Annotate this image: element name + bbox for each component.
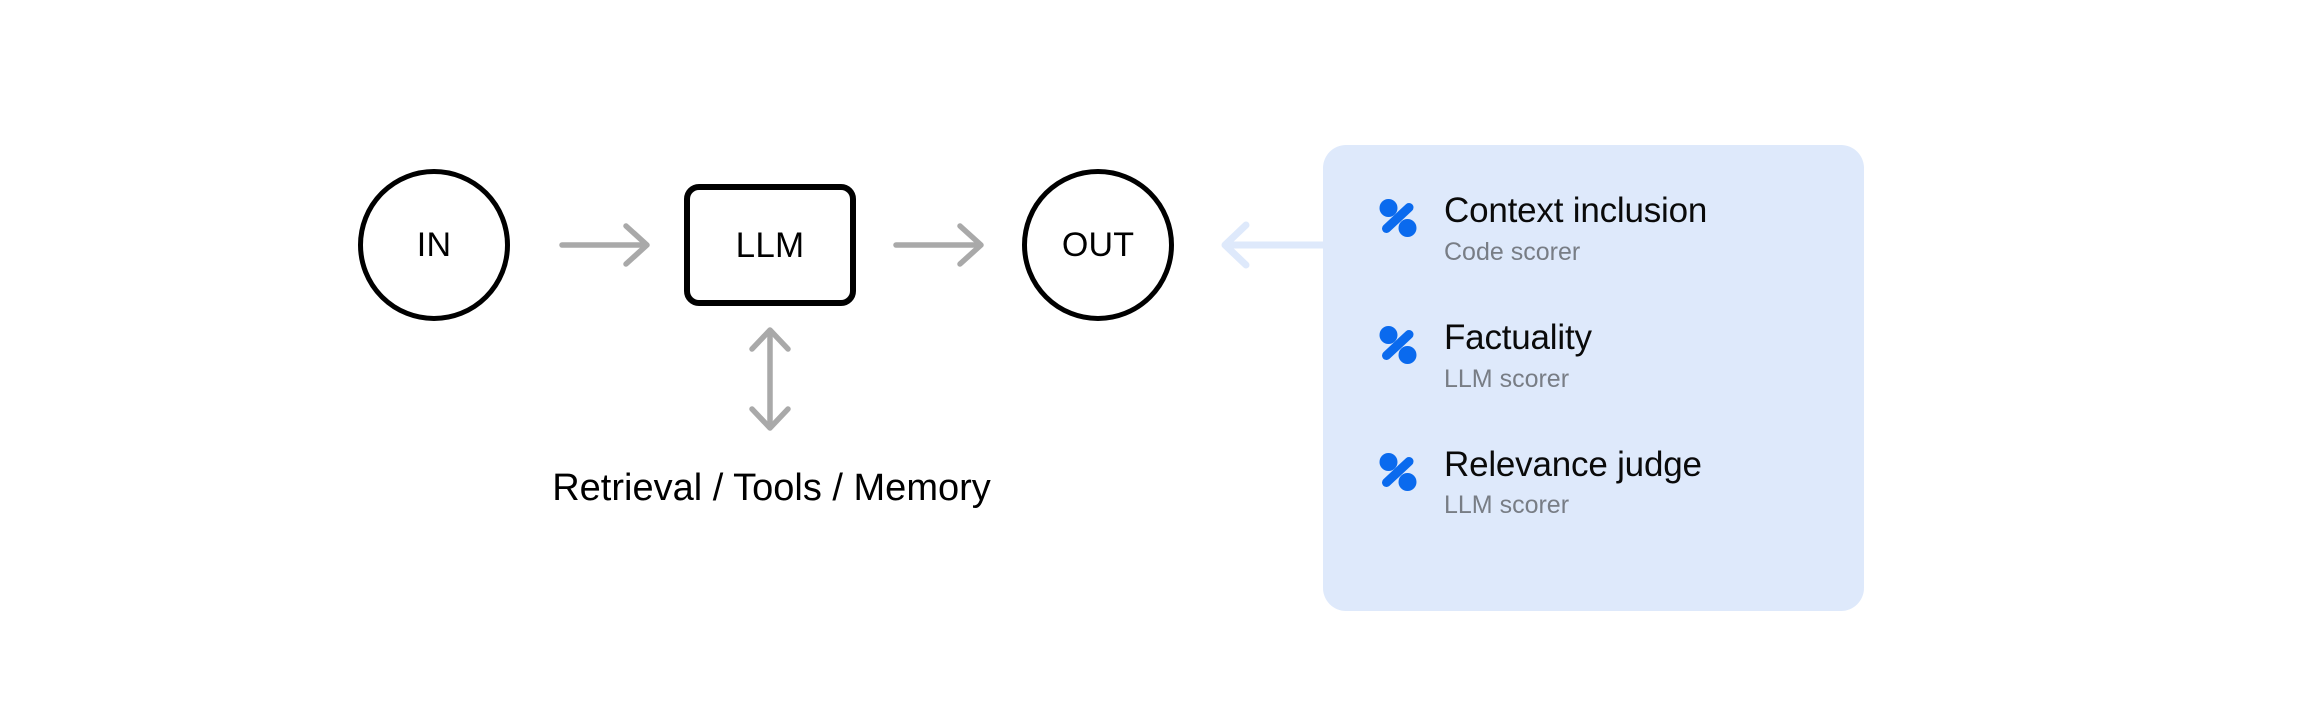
- scorer-item-text: Factuality LLM scorer: [1444, 317, 1592, 394]
- scorer-item-subtitle: LLM scorer: [1444, 491, 1570, 520]
- scorer-item-subtitle: LLM scorer: [1444, 364, 1570, 393]
- scorer-item-text: Relevance judge LLM scorer: [1444, 444, 1702, 521]
- scorer-item-title: Context inclusion: [1444, 191, 1708, 230]
- scorer-item-title: Relevance judge: [1444, 444, 1702, 484]
- scorer-list-item[interactable]: Relevance judge LLM scorer: [1378, 444, 1864, 521]
- scorer-item-subtitle: Code scorer: [1444, 237, 1581, 266]
- percent-icon: [1378, 198, 1418, 238]
- tools-caption: Retrieval / Tools / Memory: [552, 467, 991, 509]
- scorer-panel: Context inclusion Code scorer Factuality…: [1323, 145, 1864, 611]
- scorer-item-title: Factuality: [1444, 317, 1592, 357]
- pipeline-node-llm: LLM: [684, 184, 856, 306]
- scorer-list-item[interactable]: Factuality LLM scorer: [1378, 317, 1864, 394]
- pipeline-node-output: OUT: [1022, 169, 1174, 321]
- arrow-up-down-icon-llm-to-tools: [749, 327, 791, 431]
- pipeline-node-output-label: OUT: [1061, 226, 1135, 264]
- scorer-item-text: Context inclusion Code scorer: [1444, 192, 1707, 267]
- percent-icon: [1378, 452, 1418, 492]
- arrow-left-icon-scorers-to-out: [1221, 221, 1328, 269]
- pipeline-node-input: IN: [358, 169, 510, 321]
- percent-icon: [1378, 325, 1418, 365]
- arrow-right-icon-in-to-llm: [559, 223, 650, 267]
- arrow-right-icon-llm-to-out: [893, 223, 984, 267]
- pipeline-node-llm-label: LLM: [735, 225, 805, 265]
- pipeline-node-input-label: IN: [416, 226, 452, 264]
- scorer-list-item[interactable]: Context inclusion Code scorer: [1378, 192, 1864, 267]
